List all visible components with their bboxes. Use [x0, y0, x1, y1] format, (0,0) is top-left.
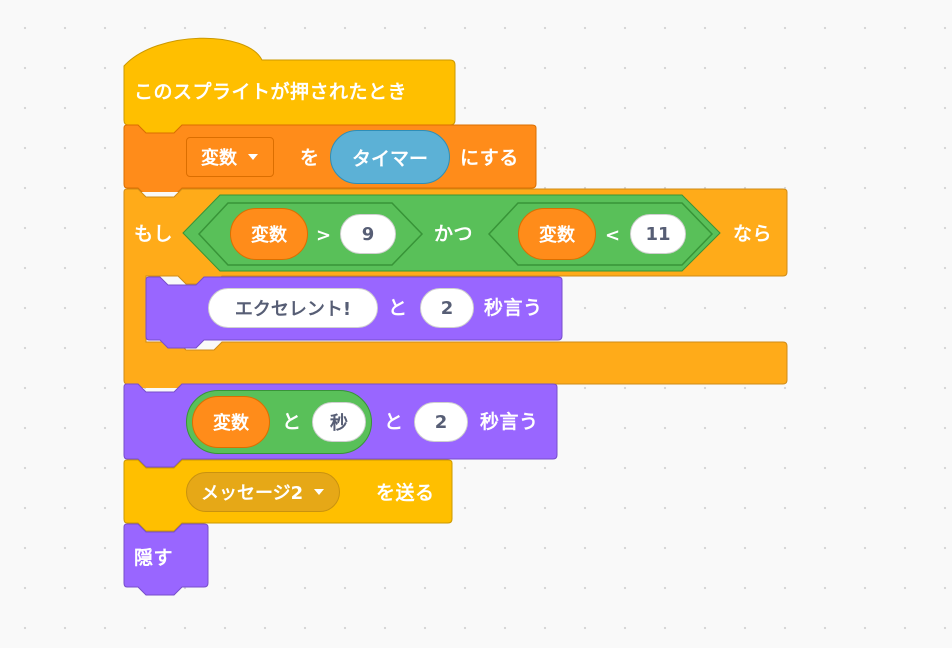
hat-label: このスプライトが押されたとき: [134, 81, 408, 103]
set-wo-label: を: [300, 147, 320, 169]
hide-block[interactable]: [122, 523, 214, 605]
set-ni-label: にする: [460, 147, 519, 169]
say-inner-to-label: と: [388, 297, 408, 319]
gt-variable-reporter[interactable]: 変数: [230, 208, 308, 260]
join-mid-label: と: [282, 411, 302, 433]
hide-label: 隠す: [134, 547, 174, 569]
timer-reporter[interactable]: タイマー: [330, 130, 450, 184]
caret-down-icon: [248, 154, 258, 160]
lt-value-input[interactable]: 11: [630, 214, 686, 254]
gt-value-input[interactable]: 9: [340, 214, 396, 254]
caret-down-icon: [314, 489, 325, 495]
join-variable-reporter[interactable]: 変数: [192, 396, 270, 448]
say-outer-suffix-label: 秒言う: [480, 411, 539, 433]
say-message-input[interactable]: エクセレント!: [208, 288, 378, 328]
say-inner-seconds-input[interactable]: 2: [420, 288, 474, 328]
variable-dropdown-label: 変数: [201, 148, 237, 169]
if-moshi-label: もし: [134, 223, 174, 245]
if-nara-label: なら: [733, 223, 773, 245]
say-outer-to-label: と: [384, 411, 404, 433]
and-label: かつ: [434, 223, 474, 245]
message-dropdown-label: メッセージ2: [201, 483, 304, 504]
variable-dropdown[interactable]: 変数: [186, 137, 274, 177]
say-inner-suffix-label: 秒言う: [484, 297, 543, 319]
gt-operator-symbol: >: [316, 225, 332, 246]
join-right-input[interactable]: 秒: [312, 402, 366, 442]
say-outer-seconds-input[interactable]: 2: [414, 402, 468, 442]
lt-variable-reporter[interactable]: 変数: [518, 208, 596, 260]
message-dropdown[interactable]: メッセージ2: [186, 472, 341, 512]
broadcast-suffix-label: を送る: [376, 482, 435, 504]
lt-operator-symbol: <: [605, 225, 621, 246]
